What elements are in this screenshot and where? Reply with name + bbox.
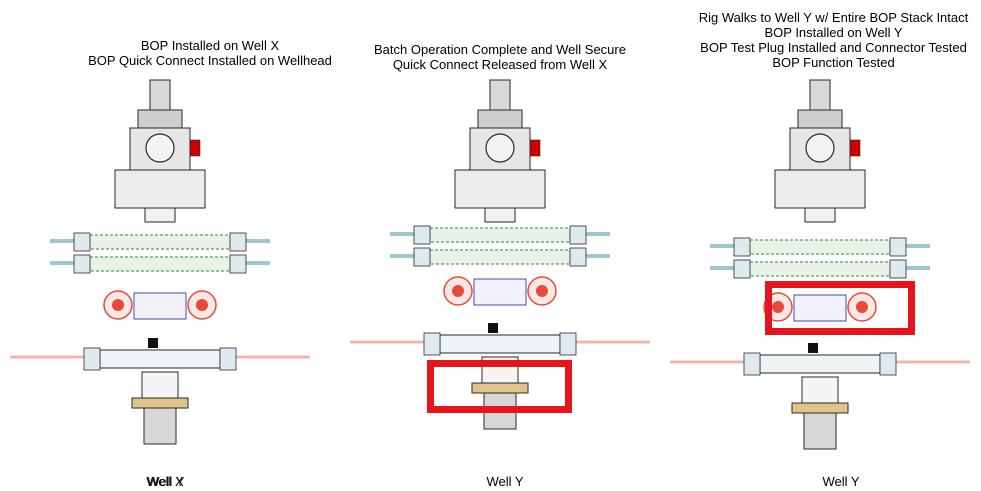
lmrp-neck xyxy=(804,207,836,223)
lmrp-neck xyxy=(144,207,176,223)
flex-joint-ring xyxy=(485,133,515,163)
ram-bonnet-left xyxy=(413,247,431,267)
wellhead xyxy=(143,407,177,445)
panel-1-well-label-overlay: Well Y xyxy=(147,474,185,489)
panel-3-caption: Rig Walks to Well Y w/ Entire BOP Stack … xyxy=(686,10,981,70)
riser-flange xyxy=(477,109,523,129)
panel-1-bop-stack-drawing xyxy=(10,79,310,445)
ram-bonnet-left xyxy=(413,225,431,245)
ram-bonnet-right xyxy=(569,247,587,267)
ram-bonnet-right xyxy=(569,225,587,245)
flex-joint-valve xyxy=(529,139,541,157)
lmrp-neck xyxy=(484,207,516,223)
riser-flange xyxy=(797,109,843,129)
flex-joint-valve xyxy=(849,139,861,157)
panel-2-quick-connect-highlight xyxy=(427,360,572,413)
lmrp-housing xyxy=(114,169,206,209)
lower-bonnet-right xyxy=(559,332,577,356)
panel-1-caption: BOP Installed on Well X BOP Quick Connec… xyxy=(50,38,370,68)
ram-bonnet-left xyxy=(73,254,91,274)
riser-flange xyxy=(137,109,183,129)
control-pod xyxy=(148,338,158,348)
lmrp-housing xyxy=(454,169,546,209)
panel-3-caption-line-3: BOP Test Plug Installed and Connector Te… xyxy=(700,40,967,55)
panel-1-caption-line-2: BOP Quick Connect Installed on Wellhead xyxy=(88,53,332,68)
panel-3-caption-line-2: BOP Installed on Well Y xyxy=(764,25,903,40)
annular-valve-hub xyxy=(536,285,548,297)
annular-valve-hub xyxy=(452,285,464,297)
lower-bonnet-left xyxy=(83,347,101,371)
annular-body xyxy=(473,278,527,306)
panel-3-caption-line-1: Rig Walks to Well Y w/ Entire BOP Stack … xyxy=(698,10,969,25)
panel-2-caption: Batch Operation Complete and Well Secure… xyxy=(340,42,660,72)
annular-body xyxy=(133,292,187,320)
panel-2-caption-line-2: Quick Connect Released from Well X xyxy=(392,57,608,72)
riser-top xyxy=(809,79,831,111)
ram-bonnet-right xyxy=(889,259,907,279)
lower-ram-body xyxy=(759,354,881,374)
panel-2-well-label: Well Y xyxy=(486,474,524,489)
spool xyxy=(801,376,839,404)
riser-top xyxy=(489,79,511,111)
ram-body xyxy=(429,227,571,243)
flex-joint-ring xyxy=(805,133,835,163)
annular-valve-hub xyxy=(772,301,784,313)
lmrp-housing xyxy=(774,169,866,209)
control-pod xyxy=(808,343,818,353)
annular-body xyxy=(793,294,847,322)
ram-body xyxy=(429,249,571,265)
panel-1-well-label-text: Well X xyxy=(146,474,184,489)
wellhead xyxy=(803,412,837,450)
ram-bonnet-left xyxy=(733,259,751,279)
annular-valve-hub xyxy=(112,299,124,311)
flex-joint-valve xyxy=(189,139,201,157)
panel-2-bop-stack-drawing xyxy=(350,79,650,430)
annular-valve-hub xyxy=(196,299,208,311)
lower-bonnet-left xyxy=(743,352,761,376)
ram-body xyxy=(749,261,891,277)
quick-connect xyxy=(131,397,189,409)
panel-2-caption-line-1: Batch Operation Complete and Well Secure xyxy=(374,42,626,57)
panel-3-well-label: Well Y xyxy=(822,474,860,489)
ram-bonnet-left xyxy=(733,237,751,257)
quick-connect xyxy=(791,402,849,414)
ram-bonnet-right xyxy=(229,254,247,274)
annular-valve-hub xyxy=(856,301,868,313)
lower-ram-body xyxy=(439,334,561,354)
lower-bonnet-right xyxy=(879,352,897,376)
riser-top xyxy=(149,79,171,111)
panel-1-caption-line-1: BOP Installed on Well X xyxy=(140,38,280,53)
spool xyxy=(141,371,179,399)
ram-body xyxy=(89,234,231,250)
ram-bonnet-right xyxy=(889,237,907,257)
ram-bonnet-right xyxy=(229,232,247,252)
lower-ram-body xyxy=(99,349,221,369)
lower-bonnet-right xyxy=(219,347,237,371)
flex-joint-ring xyxy=(145,133,175,163)
panel-3-bop-stack-drawing xyxy=(670,79,970,450)
panel-3-annular-highlight xyxy=(765,281,915,335)
panel-3-caption-line-4: BOP Function Tested xyxy=(772,55,895,70)
ram-body xyxy=(749,239,891,255)
control-pod xyxy=(488,323,498,333)
lower-bonnet-left xyxy=(423,332,441,356)
ram-bonnet-left xyxy=(73,232,91,252)
ram-body xyxy=(89,256,231,272)
